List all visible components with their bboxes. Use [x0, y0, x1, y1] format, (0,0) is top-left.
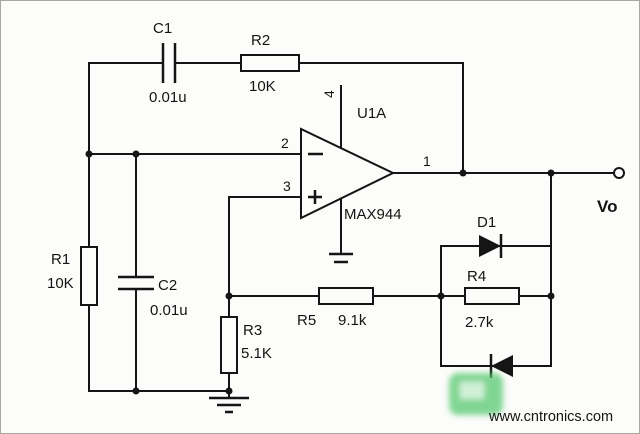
pin1-label: 1 [423, 153, 431, 169]
r4-ref-label: R4 [467, 268, 486, 285]
resistor-body [80, 246, 98, 306]
r2-value-label: 10K [249, 78, 276, 95]
resistor-body [240, 54, 300, 72]
terminal-circle-icon [613, 167, 625, 179]
output-net-label: Vo [597, 197, 617, 216]
c1-ref-label: C1 [153, 20, 172, 37]
output-terminal: Vo [597, 167, 625, 216]
opamp-part-label: MAX944 [344, 206, 402, 223]
resistor-R2: R2 10K [240, 32, 300, 95]
c2-ref-label: C2 [158, 277, 177, 294]
wires [88, 62, 615, 399]
capacitor-C1: C1 0.01u [149, 20, 187, 106]
r5-value-label: 9.1k [338, 312, 367, 329]
resistor-R1: R1 10K [47, 246, 98, 306]
c1-value-label: 0.01u [149, 89, 187, 106]
pin4-label: 4 [321, 90, 337, 98]
opamp-triangle [300, 127, 396, 220]
r3-value-label: 5.1K [241, 345, 272, 362]
diode-D1: D1 [477, 214, 503, 258]
opamp-U1A: U1A MAX944 2 3 1 4 [281, 90, 431, 264]
resistor-R4: R4 2.7k [464, 268, 520, 331]
d1-ref-label: D1 [477, 214, 496, 231]
r5-ref-label: R5 [297, 312, 316, 329]
pin3-label: 3 [283, 178, 291, 194]
r4-value-label: 2.7k [465, 314, 494, 331]
r1-ref-label: R1 [51, 251, 70, 268]
opamp-ref-label: U1A [357, 105, 386, 122]
watermark: www.cntronics.com [449, 373, 613, 425]
junction-dot [132, 150, 140, 158]
junction-dot [132, 387, 140, 395]
diode-triangle [491, 355, 513, 377]
watermark-logo-icon [449, 373, 503, 415]
resistor-body [220, 316, 238, 374]
junction-dot [547, 169, 555, 177]
watermark-url: www.cntronics.com [488, 409, 613, 425]
r3-ref-label: R3 [243, 322, 262, 339]
junction-dot [225, 292, 233, 300]
junction-dot [547, 292, 555, 300]
capacitor-C2: C2 0.01u [118, 275, 188, 319]
c2-value-label: 0.01u [150, 302, 188, 319]
junction-dot [437, 292, 445, 300]
diode-triangle [479, 235, 501, 257]
r2-ref-label: R2 [251, 32, 270, 49]
resistor-R5: R5 9.1k [297, 287, 374, 329]
pin2-label: 2 [281, 135, 289, 151]
r1-value-label: 10K [47, 275, 74, 292]
junction-dots [85, 150, 555, 395]
junction-dot [225, 387, 233, 395]
junction-dot [459, 169, 467, 177]
resistor-R3: R3 5.1K [220, 316, 272, 374]
ground-symbol [209, 396, 249, 414]
resistor-body [464, 287, 520, 305]
junction-dot [85, 150, 93, 158]
resistor-body [318, 287, 374, 305]
